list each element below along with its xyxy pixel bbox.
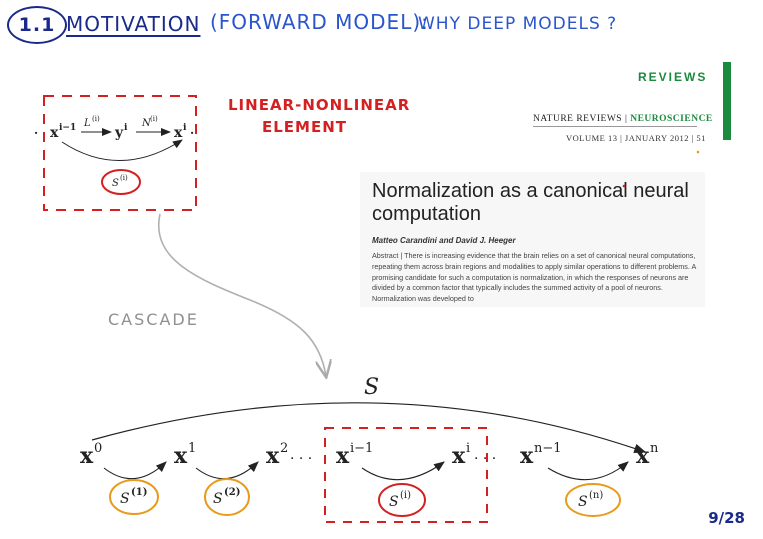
slide-title: MOTIVATION: [66, 12, 201, 36]
linear-nonlinear-note: LINEAR-NONLINEAR: [228, 96, 411, 114]
total-S-label: S: [364, 375, 379, 400]
stage-i-sup: (i): [400, 490, 411, 501]
journal-volume: VOLUME 13 | JANUARY 2012 | 51: [566, 133, 706, 143]
paper-title: Normalization as a canonical neural comp…: [372, 180, 689, 225]
total-S-arc: [91, 402, 647, 453]
journal-green-bar: [723, 62, 731, 140]
node-x-i-sup: i: [466, 441, 470, 456]
element-box: [43, 95, 197, 211]
node-xn-sup: n: [650, 441, 659, 456]
L-sup: (i): [92, 115, 100, 123]
stage-1-circle: [109, 479, 159, 515]
page-number: 9/28: [708, 509, 745, 527]
element-dots-left: ·: [34, 126, 38, 140]
node-x2: x: [266, 443, 280, 469]
stage-2-S: S: [213, 491, 223, 507]
node-x1: x: [174, 443, 188, 469]
node-x0: x: [80, 443, 94, 469]
slide-question: WHY DEEP MODELS ?: [418, 14, 618, 34]
node-x-i-minus-1-sup: i−1: [350, 441, 373, 456]
arc-n: [547, 461, 629, 481]
element-S-label: S: [112, 178, 119, 189]
cascade-arrow: [157, 213, 326, 376]
paper-red-dot: [622, 184, 626, 188]
element-S-sup: (i): [120, 174, 128, 182]
element-S-arc: [61, 139, 183, 161]
arc-i: [361, 461, 445, 481]
L-label: L: [83, 118, 91, 129]
stage-1-S: S: [120, 491, 130, 507]
element-y: y: [114, 125, 124, 141]
node-xn: x: [636, 443, 650, 469]
stage-n-S: S: [578, 494, 588, 510]
cascade-note: CASCADE: [108, 310, 199, 329]
N-sup: (i): [150, 115, 158, 123]
element-x-prev: x: [50, 125, 59, 141]
element-x-cur-sup: i: [183, 123, 187, 133]
element-y-sup: i: [124, 123, 128, 133]
node-x-n-minus-1-sup: n−1: [534, 441, 562, 456]
section-number: 1.1: [7, 6, 67, 44]
element-note: ELEMENT: [262, 118, 348, 136]
paper-section-label: REVIEWS: [638, 70, 708, 84]
node-x-i-minus-1: x: [336, 443, 350, 469]
stage-i-circle: [378, 483, 426, 517]
element-S-circle: [101, 169, 141, 195]
journal-name: NATURE REVIEWS | NEUROSCIENCE: [533, 114, 713, 124]
node-x1-sup: 1: [188, 441, 196, 456]
element-x-prev-sup: i−1: [59, 123, 76, 133]
dots-1: · · ·: [290, 451, 312, 467]
journal-rule: [533, 126, 697, 127]
paper-authors: Matteo Carandini and David J. Heeger: [372, 236, 516, 245]
journal-subject: NEUROSCIENCE: [630, 114, 713, 124]
node-x0-sup: 0: [94, 441, 102, 456]
paper-abstract: Abstract | There is increasing evidence …: [372, 251, 696, 304]
stage-i-S: S: [389, 494, 399, 510]
stage-i-box: [324, 427, 488, 523]
N-label: N: [141, 118, 152, 129]
stage-1-sup: (1): [131, 487, 147, 498]
dots-2: · · ·: [474, 451, 496, 467]
element-dots-right: ·: [190, 126, 194, 140]
stage-2-circle: [204, 478, 250, 516]
paper-excerpt-background: [360, 172, 705, 307]
journal-prefix: NATURE REVIEWS |: [533, 114, 631, 124]
node-x-i: x: [452, 443, 466, 469]
node-x2-sup: 2: [280, 441, 288, 456]
stage-n-sup: (n): [589, 490, 603, 501]
arc-2: [195, 461, 259, 480]
stage-2-sup: (2): [224, 487, 240, 498]
arc-1: [103, 461, 167, 480]
node-x-n-minus-1: x: [520, 443, 534, 469]
slide-subtitle: (FORWARD MODEL):: [210, 10, 429, 34]
paper-orange-dot: [696, 150, 700, 154]
stage-n-circle: [565, 483, 621, 517]
element-x-cur: x: [174, 125, 183, 141]
